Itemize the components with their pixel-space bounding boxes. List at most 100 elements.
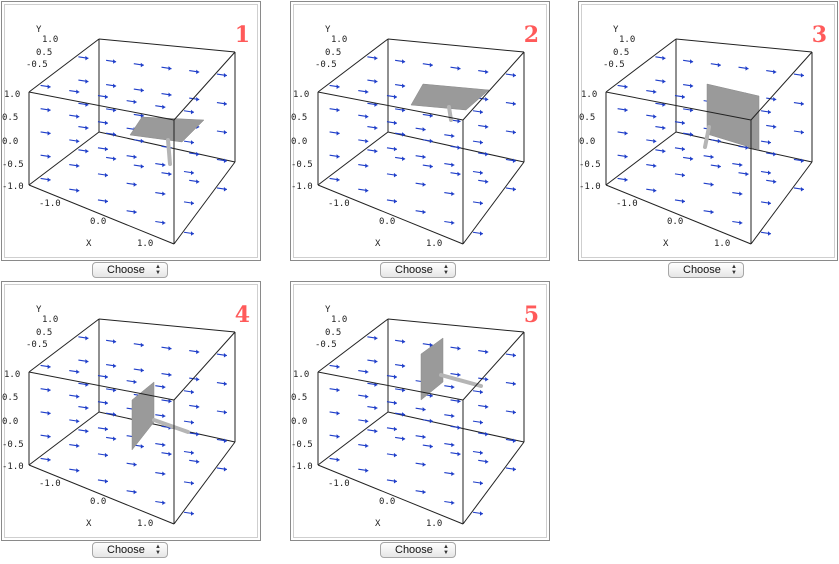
field-arrow (133, 164, 144, 169)
field-arrow (358, 89, 369, 95)
field-arrow (216, 381, 228, 387)
field-arrow (155, 162, 166, 168)
field-arrow (329, 107, 340, 113)
field-arrow (732, 162, 743, 168)
y-axis-label: Y (325, 25, 331, 35)
field-arrow (444, 471, 455, 477)
y-tick-label: 0.5 (36, 48, 52, 58)
field-arrow (183, 420, 195, 425)
field-arrow (617, 177, 628, 182)
choose-dropdown-4[interactable]: Choose ▲▼ (92, 542, 168, 558)
field-arrow (78, 405, 89, 411)
z-tick-label: 0.5 (291, 113, 307, 123)
field-arrow (358, 418, 369, 424)
field-arrow (367, 125, 378, 131)
field-arrow (161, 92, 172, 98)
field-arrow (478, 179, 489, 184)
field-arrow (766, 124, 777, 129)
field-arrow (367, 359, 378, 364)
field-arrow (216, 438, 228, 443)
field-arrow (189, 151, 200, 157)
field-arrow (415, 434, 426, 440)
field-arrow (444, 413, 455, 419)
field-arrow (216, 466, 228, 472)
z-tick-label: -1.0 (2, 182, 24, 192)
field-arrow (478, 349, 489, 355)
vector-field-plot: 1.00.50.0-0.5-1.01.00.5-0.5-1.00.01.0YX (291, 305, 525, 529)
field-arrow (189, 179, 200, 184)
field-arrow (40, 130, 51, 136)
box-edge (173, 331, 236, 401)
field-arrow (106, 387, 117, 393)
field-arrow (478, 69, 489, 75)
field-arrow (40, 177, 51, 182)
field-arrow (766, 69, 777, 75)
y-axis-label: Y (613, 25, 619, 35)
field-arrow (422, 444, 433, 449)
field-arrow (710, 62, 721, 68)
y-tick-label: -0.5 (315, 60, 337, 70)
x-tick-label: -1.0 (39, 199, 61, 209)
field-arrow (78, 55, 89, 61)
x-tick-label: -1.0 (616, 199, 638, 209)
field-arrow (78, 125, 89, 131)
field-arrow (69, 468, 80, 473)
z-tick-label: 0.5 (291, 393, 307, 403)
field-arrow (760, 170, 772, 175)
field-arrow (710, 138, 721, 144)
field-arrow (97, 426, 109, 432)
box-edge (462, 161, 525, 245)
choose-dropdown-label: Choose (107, 544, 145, 556)
z-tick-label: 0.0 (291, 137, 307, 147)
field-arrow (422, 164, 433, 169)
field-arrow (478, 151, 489, 157)
field-arrow (738, 66, 749, 71)
box-edge (462, 51, 525, 121)
field-arrow (444, 384, 455, 390)
box-edge (28, 371, 175, 401)
field-arrow (710, 164, 721, 169)
box-edge (317, 464, 464, 525)
z-tick-label: 1.0 (293, 370, 309, 380)
x-tick-label: 1.0 (137, 239, 153, 249)
field-arrow (478, 124, 489, 129)
field-arrow (760, 109, 772, 115)
field-arrow (505, 73, 517, 78)
field-arrow (505, 158, 517, 163)
field-arrow (766, 179, 777, 184)
field-arrow (415, 462, 426, 467)
field-arrow (155, 220, 166, 225)
field-arrow (367, 405, 378, 411)
field-arrow (78, 79, 89, 84)
choose-dropdown-2[interactable]: Choose ▲▼ (380, 262, 456, 278)
surface-patch (410, 83, 490, 111)
field-arrow (40, 154, 51, 159)
field-arrow (422, 62, 433, 68)
box-edge (317, 371, 464, 401)
choose-dropdown-3[interactable]: Choose ▲▼ (668, 262, 744, 278)
choose-dropdown-1[interactable]: Choose ▲▼ (92, 262, 168, 278)
field-arrow (329, 130, 340, 136)
field-arrow (738, 145, 749, 150)
z-tick-label: 1.0 (4, 90, 20, 100)
choose-dropdown-5[interactable]: Choose ▲▼ (380, 542, 456, 558)
field-arrow (738, 171, 749, 177)
field-arrow (161, 66, 172, 71)
box-edge (387, 318, 525, 333)
field-arrow (367, 55, 378, 61)
box-edge (317, 131, 389, 186)
z-tick-label: -0.5 (579, 160, 601, 170)
field-arrow (161, 171, 172, 177)
vector-field-plot: 1.00.50.0-0.5-1.01.00.5-0.5-1.00.01.0YX (2, 25, 236, 249)
field-arrow (358, 394, 369, 399)
field-arrow (216, 353, 228, 358)
field-arrow (133, 138, 144, 144)
field-arrow (183, 109, 195, 115)
field-arrow (329, 387, 340, 393)
y-tick-label: 0.5 (325, 48, 341, 58)
field-arrow (106, 59, 117, 64)
field-arrow (183, 200, 195, 206)
field-arrow (386, 426, 398, 432)
z-tick-label: -1.0 (291, 182, 313, 192)
field-arrow (78, 359, 89, 364)
